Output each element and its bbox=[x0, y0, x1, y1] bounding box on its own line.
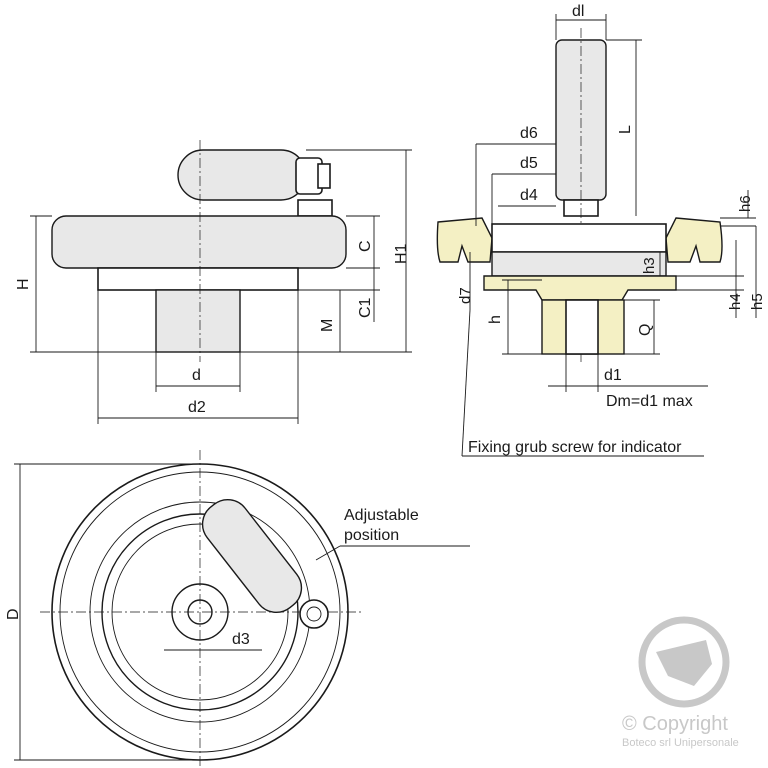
label-dm: Dm=d1 max bbox=[606, 393, 693, 410]
watermark: © Copyright Boteco srl Unipersonale bbox=[622, 616, 739, 749]
label-C: C bbox=[357, 240, 374, 252]
watermark-company: Boteco srl Unipersonale bbox=[622, 737, 739, 749]
label-H1: H1 bbox=[393, 243, 410, 264]
label-M: M bbox=[319, 319, 336, 332]
label-adjustable-2: position bbox=[344, 527, 399, 544]
label-h4: h4 bbox=[727, 293, 744, 310]
label-adjustable-1: Adjustable bbox=[344, 507, 419, 524]
handle-knob-front bbox=[299, 599, 329, 629]
label-dl: dl bbox=[572, 3, 584, 20]
handle-front bbox=[201, 498, 303, 614]
label-C1: C1 bbox=[357, 297, 374, 318]
label-d6: d6 bbox=[520, 125, 538, 142]
label-d5: d5 bbox=[520, 155, 538, 172]
side-view: H H1 C C1 M d d2 bbox=[15, 140, 412, 424]
indicator-plate bbox=[491, 223, 667, 253]
watermark-copyright: © Copyright bbox=[622, 713, 728, 735]
front-view: D d3 Adjustable position bbox=[5, 450, 470, 768]
label-h6: h6 bbox=[737, 195, 754, 212]
handle-nut bbox=[297, 199, 333, 217]
indicator-body bbox=[491, 251, 667, 277]
label-D: D bbox=[5, 608, 22, 620]
bore bbox=[565, 299, 599, 355]
section-view: dl L d6 d5 d4 h6 h3 h4 h5 d7 bbox=[436, 3, 766, 457]
label-d: d bbox=[192, 367, 201, 384]
label-H: H bbox=[15, 278, 32, 290]
label-d2: d2 bbox=[188, 399, 206, 416]
rim-section-left bbox=[436, 217, 493, 263]
label-d7: d7 bbox=[457, 287, 474, 304]
rim-section-right bbox=[665, 217, 723, 263]
handle-grip bbox=[177, 149, 307, 201]
label-L: L bbox=[617, 125, 634, 134]
label-d3: d3 bbox=[232, 631, 250, 648]
handle-pin bbox=[317, 163, 331, 189]
wheel-rim-side bbox=[51, 215, 347, 269]
watermark-logo-icon bbox=[638, 616, 730, 708]
label-d1: d1 bbox=[604, 367, 622, 384]
hub-flange-side bbox=[97, 267, 299, 291]
label-d4: d4 bbox=[520, 187, 538, 204]
label-Q: Q bbox=[637, 324, 654, 336]
hub-side bbox=[155, 289, 241, 353]
label-grub-screw: Fixing grub screw for indicator bbox=[468, 439, 682, 456]
label-h: h bbox=[487, 315, 504, 324]
label-h3: h3 bbox=[641, 257, 658, 274]
label-h5: h5 bbox=[749, 293, 766, 310]
